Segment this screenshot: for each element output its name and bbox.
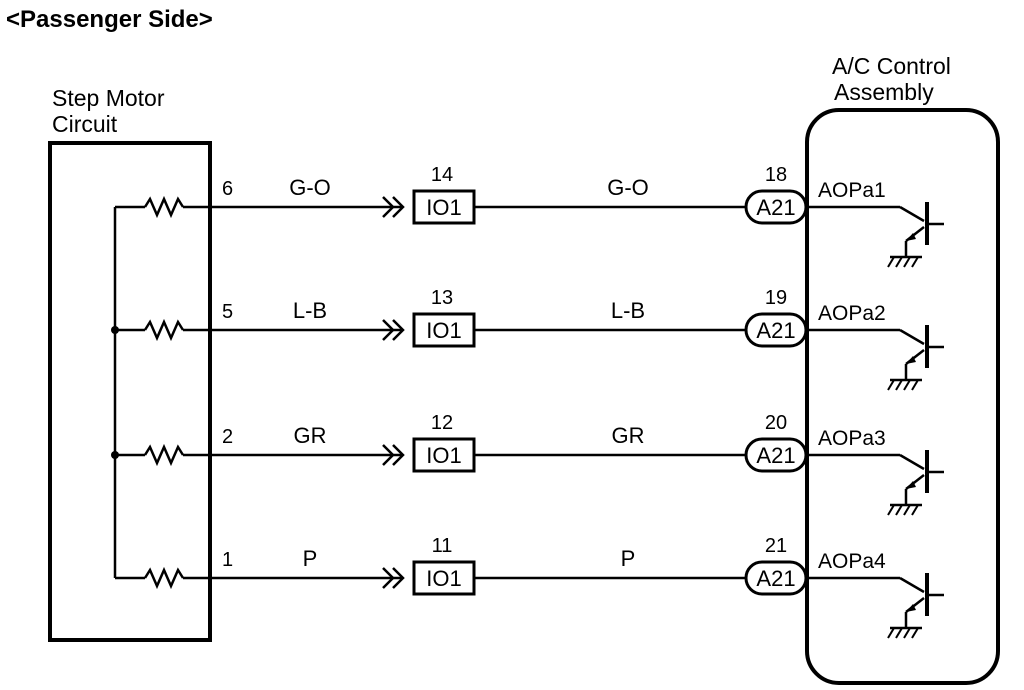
wire-color-label: G-O [289,175,331,200]
ac-control-label-line1: A/C Control [832,53,951,79]
wire-color-label: GR [612,423,645,448]
diagram-title: <Passenger Side> [6,6,213,33]
transistor-icon [806,573,944,628]
resistor-symbol [143,195,185,219]
resistor-symbol [143,566,185,590]
wire-color-label: P [621,546,636,571]
io-connector-box [412,189,476,225]
wire-color-label: L-B [293,298,327,323]
wire-color-label: P [303,546,318,571]
pin-number: 6 [222,178,233,200]
a21-connector-label: A21 [756,318,795,343]
connector-chevron-icon [382,319,395,341]
pin-number: 5 [222,301,233,323]
io-connector-label: IO1 [426,566,461,591]
terminal-label: AOPa2 [818,302,886,325]
step-motor-label-line1: Step Motor [52,85,165,111]
ground-icon [887,503,922,516]
transistor-icon [806,450,944,505]
io-connector-box [412,437,476,473]
io-connector-box [412,312,476,348]
wire-color-label: G-O [607,175,649,200]
step-motor-label-line2: Circuit [52,111,118,137]
a21-pin-number: 20 [765,412,787,434]
ac-control-box [805,108,1000,685]
resistor-symbol [143,318,185,342]
connector-chevron-icon [392,319,405,341]
connector-chevron-icon [382,567,395,589]
pin-number: 1 [222,549,233,571]
io-pin-number: 12 [431,412,453,434]
a21-connector-label: A21 [756,195,795,220]
a21-connector-label: A21 [756,566,795,591]
terminal-label: AOPa3 [818,427,886,450]
io-pin-number: 13 [431,287,453,309]
terminal-label: AOPa1 [818,179,886,202]
resistor-symbol [143,443,185,467]
a21-pin-number: 21 [765,535,787,557]
connector-chevron-icon [392,567,405,589]
connector-chevron-icon [382,196,395,218]
io-pin-number: 11 [432,535,453,557]
terminal-label: AOPa4 [818,550,886,573]
connector-chevron-icon [382,444,395,466]
ground-icon [887,378,922,391]
transistor-icon [806,202,944,257]
pin-number: 2 [222,426,233,448]
connector-chevron-icon [392,444,405,466]
a21-pin-number: 19 [765,287,787,309]
io-connector-label: IO1 [426,318,461,343]
wire-color-label: L-B [611,298,645,323]
connector-chevron-icon [392,196,405,218]
a21-pin-number: 18 [765,164,787,186]
wire-color-label: GR [294,423,327,448]
ground-icon [887,255,922,268]
ac-control-label-line2: Assembly [834,79,934,105]
a21-connector-label: A21 [756,443,795,468]
transistor-icon [806,325,944,380]
step-motor-box [48,141,212,642]
io-connector-label: IO1 [426,443,461,468]
io-connector-label: IO1 [426,195,461,220]
ground-icon [887,626,922,639]
io-pin-number: 14 [431,164,453,186]
